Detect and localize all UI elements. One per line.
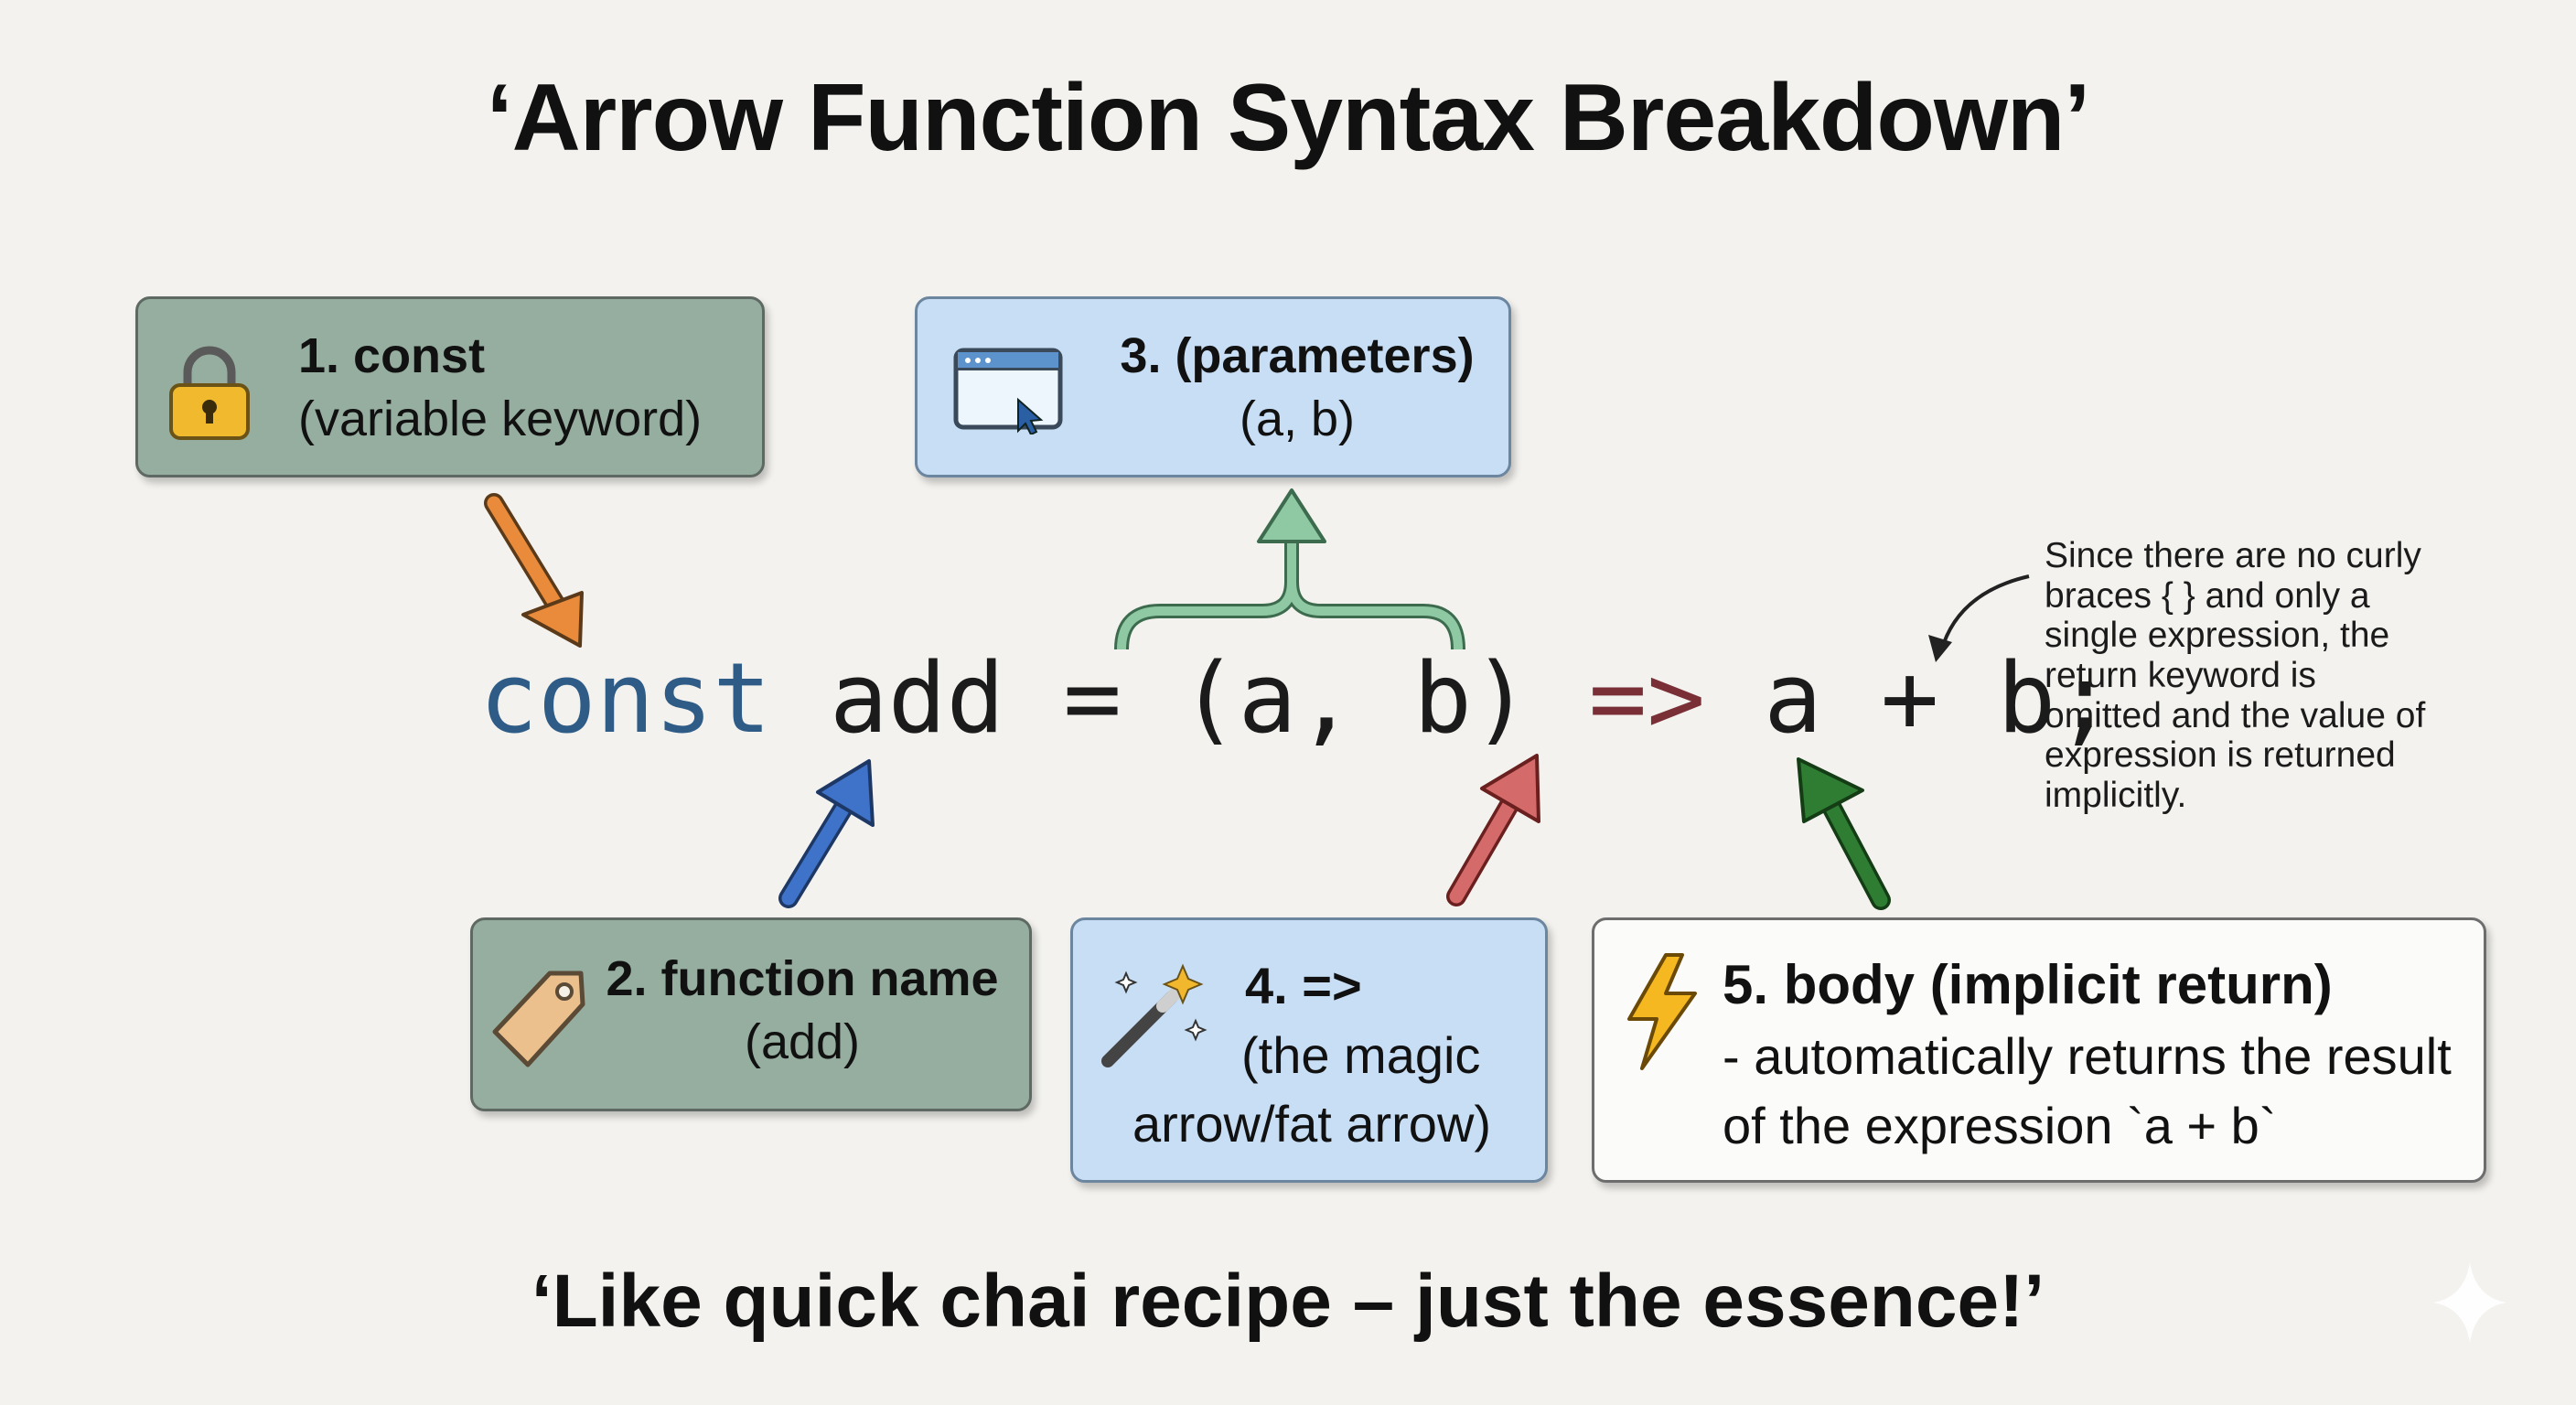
card-function-name-heading: 2. function name [606,951,999,1006]
code-fat-arrow: => [1588,642,1706,755]
code-function-name: add [829,642,1005,755]
card-parameters-heading: 3. (parameters) [1120,328,1475,383]
side-note-line: return keyword is [2045,656,2316,696]
arrow-name-to-add [778,759,875,908]
card-function-name: 2. function name (add) [470,917,1032,1111]
card-fat-arrow: 4. => (the magic arrow/fat arrow) [1070,917,1548,1183]
card-body: 5. body (implicit return) - automaticall… [1592,917,2486,1183]
side-note-line: braces { } and only a [2045,575,2370,616]
page-title: ‘Arrow Function Syntax Breakdown’ [486,65,2091,171]
side-note-line: Since there are no curly [2045,536,2421,575]
side-note-line: implicitly. [2045,776,2187,816]
arrow-body [1797,757,1891,910]
note-pointer-arrow [1928,574,2030,662]
side-note-line: expression is returned [2045,735,2396,776]
card-fat-arrow-subtitle-line2: arrow/fat arrow) [1132,1095,1492,1153]
card-body-subtitle-line1: - automatically returns the result [1723,1027,2452,1085]
card-const-heading: 1. const [298,328,486,383]
card-parameters-subtitle: (a, b) [1239,391,1356,446]
card-const: 1. const (variable keyword) [135,296,765,477]
card-body-heading: 5. body (implicit return) [1723,954,2333,1015]
side-note-line: single expression, the [2045,616,2390,656]
padlock-icon [164,341,255,446]
browser-window-icon [952,347,1066,439]
card-fat-arrow-heading: 4. => [1245,957,1362,1014]
tag-icon [489,966,590,1078]
lightning-icon [1618,951,1702,1077]
footer-tagline: ‘Like quick chai recipe – just the essen… [531,1260,2045,1343]
side-note-line: omitted and the value of [2045,695,2426,735]
card-fat-arrow-subtitle-line1: (the magic [1241,1025,1481,1084]
card-const-subtitle: (variable keyword) [298,391,703,446]
magic-wand-icon [1093,957,1212,1080]
arrow-const-to-keyword [484,493,584,648]
code-body: a + b; [1764,642,2114,755]
code-line: const add = (a, b) => a + b; [479,640,2114,756]
side-note: Since there are no curly braces { } and … [2045,536,2465,816]
card-function-name-subtitle: (add) [744,1014,861,1069]
code-equals: = [1063,642,1122,755]
arrow-fat-arrow [1446,754,1540,906]
bracket-parameters [1114,488,1465,650]
code-keyword: const [479,642,772,755]
card-body-subtitle-line2: of the expression `a + b` [1723,1096,2277,1154]
card-parameters: 3. (parameters) (a, b) [915,296,1511,477]
code-parameters: (a, b) [1179,642,1530,755]
